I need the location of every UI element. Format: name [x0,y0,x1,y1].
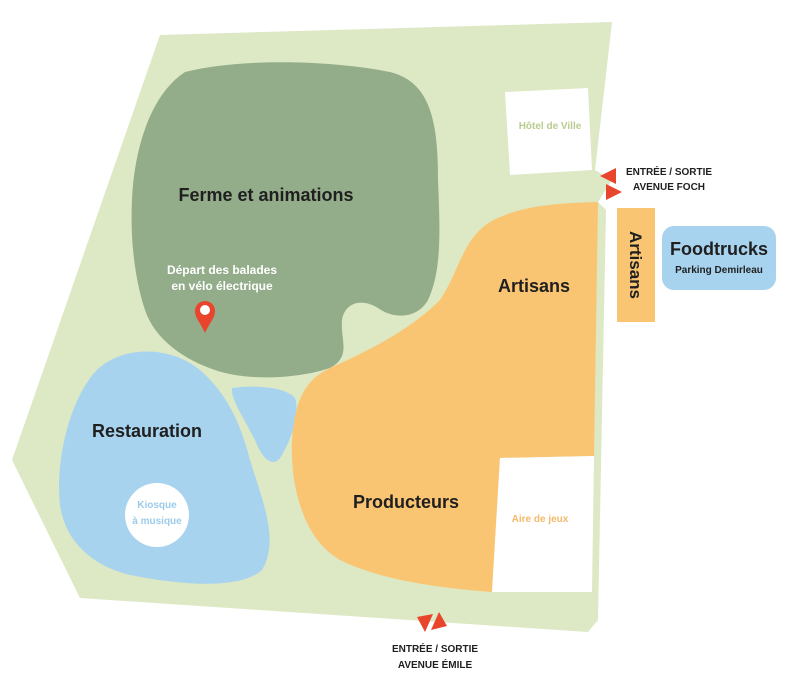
farm-label: Ferme et animations [178,185,353,205]
entrance-foch-line2: AVENUE FOCH [633,182,705,193]
entrance-arrows-icon [600,168,622,200]
town-hall-building [505,88,592,175]
farm-zone[interactable] [131,62,440,378]
producers-label: Producteurs [353,492,459,512]
artisans-producers-zone[interactable] [291,202,598,592]
kiosk-label-line2: à musique [132,516,182,527]
foodtrucks-title: Foodtrucks [670,239,768,259]
kiosk-label-line1: Kiosque [137,500,177,511]
foodtrucks-box[interactable] [662,226,776,290]
restaurant-annex-zone [231,386,297,462]
restaurant-zone[interactable] [59,351,270,584]
bike-start-line1: Départ des balades [167,263,277,277]
playground-label: Aire de jeux [512,514,569,525]
entrance-arrows-icon [417,612,447,632]
entrance-emile-line2: AVENUE ÉMILE [398,658,473,671]
artisans-label: Artisans [498,276,570,296]
kiosk-circle [125,483,189,547]
map-pin-icon [195,301,215,333]
playground-area [492,456,594,592]
artisans-strip-label: Artisans [626,231,645,299]
foodtrucks-subtitle: Parking Demirleau [675,265,763,276]
bike-start-line2: en vélo électrique [171,279,273,293]
entrance-foch-line1: ENTRÉE / SORTIE [626,165,712,178]
entrance-emile-line1: ENTRÉE / SORTIE [392,642,478,655]
restaurant-label: Restauration [92,421,202,441]
town-hall-label: Hôtel de Ville [519,121,582,132]
artisans-strip[interactable] [617,208,655,322]
